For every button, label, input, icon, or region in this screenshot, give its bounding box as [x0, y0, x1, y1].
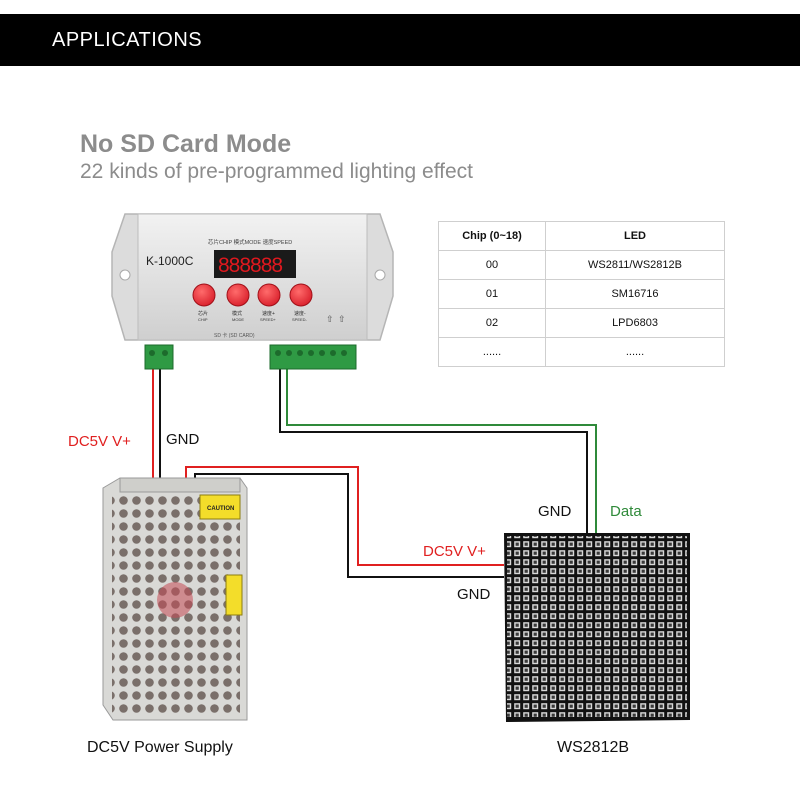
chip-code: ......	[438, 337, 546, 367]
k1000c-controller: K-1000C 芯片CHIP 模式MODE 速度SPEED 888888 芯片 …	[111, 213, 394, 341]
matrix-caption: WS2812B	[557, 739, 629, 756]
label-gnd-matrix-side: GND	[457, 586, 491, 603]
btn-sub-speed-down: SPEED-	[292, 317, 308, 322]
chip-code: 00	[438, 250, 546, 280]
mode-subtitle: 22 kinds of pre-programmed lighting effe…	[80, 160, 473, 183]
label-gnd-left: GND	[166, 431, 200, 448]
fan-hint	[157, 582, 193, 618]
red-wire-matrix	[185, 466, 504, 566]
header-led: LED	[545, 221, 725, 251]
ws2812b-matrix	[504, 533, 690, 722]
btn-sub-chip: CHIP	[198, 317, 208, 322]
btn-label-chip: 芯片	[198, 310, 208, 317]
label-data: Data	[610, 503, 642, 520]
led-type: WS2811/WS2812B	[545, 250, 725, 280]
output-terminal-block	[269, 344, 357, 370]
controller-header-text: 芯片CHIP 模式MODE 速度SPEED	[208, 238, 292, 246]
power-terminal-block	[144, 344, 174, 370]
table-header-row: Chip (0~18) LED	[438, 221, 725, 251]
sd-card-label: SD 卡 (SD CARD)	[214, 332, 255, 339]
led-type: LPD6803	[545, 308, 725, 338]
display-digits: 888888	[218, 254, 282, 277]
chip-button[interactable]	[192, 283, 216, 307]
table-row: 00 WS2811/WS2812B	[438, 250, 725, 280]
banner-title: APPLICATIONS	[52, 29, 203, 51]
table-row: ...... ......	[438, 337, 725, 367]
table-row: 02 LPD6803	[438, 308, 725, 338]
btn-sub-speed-up: SPEED+	[260, 317, 277, 322]
btn-label-speed-up: 速度+	[262, 310, 275, 317]
label-dc5v-left: DC5V V+	[68, 433, 131, 450]
data-wire	[286, 368, 597, 533]
seven-segment-display	[214, 250, 296, 278]
chip-table: Chip (0~18) LED 00 WS2811/WS2812B 01 SM1…	[438, 221, 725, 367]
label-dc5v-matrix: DC5V V+	[423, 543, 486, 560]
btn-sub-mode: MODE	[232, 317, 244, 322]
controller-model: K-1000C	[146, 254, 194, 268]
gnd-wire-matrix	[279, 368, 588, 533]
chip-code: 01	[438, 279, 546, 309]
caution-text: CAUTION	[207, 506, 234, 512]
btn-label-speed-down: 速度-	[294, 310, 306, 317]
applications-banner: APPLICATIONS	[0, 14, 800, 66]
speed-down-button[interactable]	[289, 283, 313, 307]
power-supply: CAUTION	[102, 477, 248, 721]
side-warning-label	[225, 574, 243, 616]
caution-label	[199, 494, 241, 520]
psu-caption: DC5V Power Supply	[87, 739, 233, 756]
mode-button[interactable]	[226, 283, 250, 307]
label-gnd-matrix-top: GND	[538, 503, 572, 520]
speed-up-button[interactable]	[257, 283, 281, 307]
chip-code: 02	[438, 308, 546, 338]
mode-title: No SD Card Mode	[80, 130, 292, 158]
led-type: SM16716	[545, 279, 725, 309]
btn-label-mode: 模式	[232, 310, 242, 317]
arrow-up-icon-2: ⇧	[338, 314, 346, 324]
led-type: ......	[545, 337, 725, 367]
black-wire-matrix	[194, 473, 504, 578]
header-chip: Chip (0~18)	[438, 221, 546, 251]
table-row: 01 SM16716	[438, 279, 725, 309]
arrow-up-icon: ⇧	[326, 314, 334, 324]
